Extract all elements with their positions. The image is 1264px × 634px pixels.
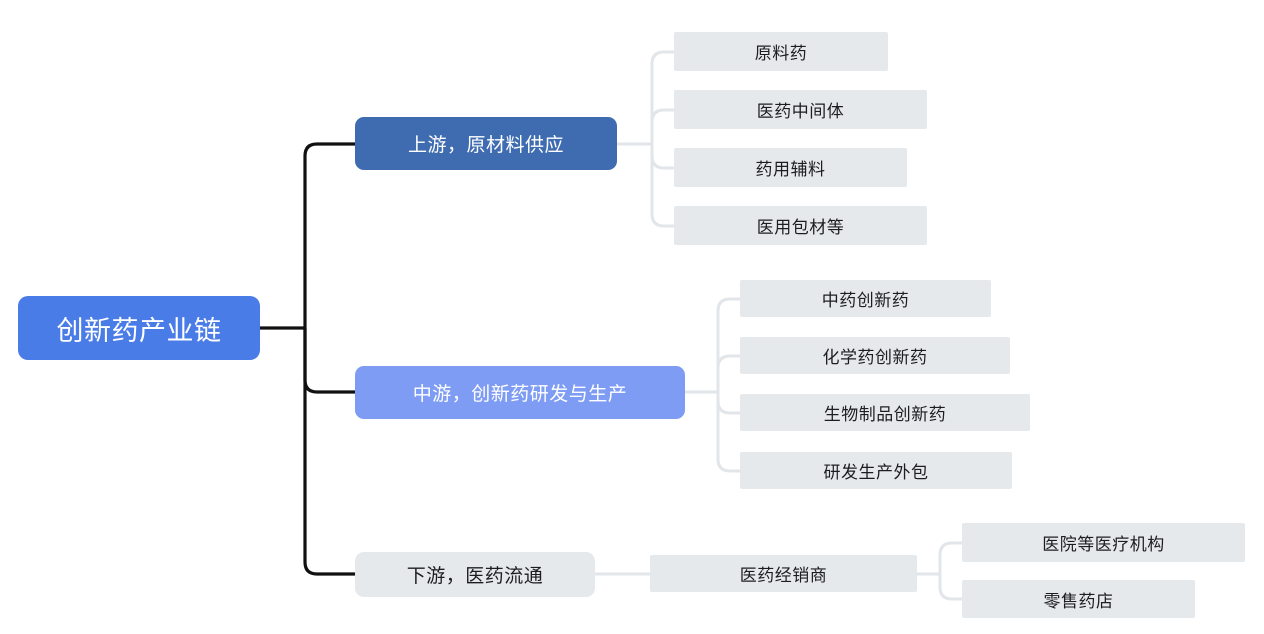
link-upstream-to-4 bbox=[650, 144, 674, 228]
branch-node-midstream-label: 中游，创新药研发与生产 bbox=[412, 384, 628, 405]
leaf-node-upstream-1-label: 原料药 bbox=[754, 44, 808, 63]
leaf-node-midstream-2[interactable]: 化学药创新药 bbox=[740, 337, 1010, 374]
link-midstream-to-4 bbox=[716, 392, 740, 473]
leaf-node-upstream-2-label: 医药中间体 bbox=[756, 102, 845, 121]
link-root-to-midstream bbox=[303, 328, 355, 394]
link-root-to-downstream bbox=[303, 328, 355, 576]
leaf-node-upstream-1[interactable]: 原料药 bbox=[674, 32, 888, 71]
link-upstream-to-3 bbox=[650, 144, 674, 170]
link-upstream-to-1 bbox=[650, 50, 674, 144]
leaf-node-midstream-1-label: 中药创新药 bbox=[821, 291, 910, 310]
leaf-node-upstream-4-label: 医用包材等 bbox=[756, 218, 845, 237]
leaf-node-distributor-1-label: 医院等医疗机构 bbox=[1042, 535, 1165, 554]
leaf-node-upstream-4[interactable]: 医用包材等 bbox=[674, 206, 927, 245]
link-midstream-to-1 bbox=[716, 297, 740, 392]
leaf-node-midstream-4[interactable]: 研发生产外包 bbox=[740, 452, 1012, 489]
leaf-node-distributor-label: 医药经销商 bbox=[739, 566, 828, 585]
leaf-node-midstream-3-label: 生物制品创新药 bbox=[823, 405, 947, 424]
leaf-node-midstream-2-label: 化学药创新药 bbox=[822, 348, 928, 367]
leaf-node-midstream-1[interactable]: 中药创新药 bbox=[740, 280, 991, 317]
leaf-node-distributor-2[interactable]: 零售药店 bbox=[962, 580, 1195, 618]
root-node[interactable]: 创新药产业链 bbox=[18, 296, 260, 360]
leaf-node-upstream-2[interactable]: 医药中间体 bbox=[674, 90, 927, 129]
link-root-to-upstream bbox=[303, 142, 355, 328]
branch-node-upstream[interactable]: 上游，原材料供应 bbox=[355, 117, 617, 170]
leaf-node-distributor-1[interactable]: 医院等医疗机构 bbox=[962, 523, 1245, 562]
leaf-node-midstream-4-label: 研发生产外包 bbox=[823, 463, 929, 482]
branch-node-downstream[interactable]: 下游，医药流通 bbox=[355, 552, 595, 597]
branch-node-upstream-label: 上游，原材料供应 bbox=[407, 135, 564, 156]
link-midstream-to-2 bbox=[716, 354, 740, 392]
leaf-node-distributor-2-label: 零售药店 bbox=[1043, 591, 1114, 611]
leaf-node-distributor[interactable]: 医药经销商 bbox=[650, 555, 917, 592]
leaf-node-upstream-3-label: 药用辅料 bbox=[755, 160, 826, 179]
branch-node-downstream-label: 下游，医药流通 bbox=[406, 566, 544, 587]
link-upstream-to-2 bbox=[650, 108, 674, 144]
link-distributor-to-2 bbox=[938, 574, 962, 601]
leaf-node-midstream-3[interactable]: 生物制品创新药 bbox=[740, 394, 1030, 431]
leaf-node-upstream-3[interactable]: 药用辅料 bbox=[674, 148, 907, 187]
link-midstream-to-3 bbox=[716, 392, 740, 415]
branch-node-midstream[interactable]: 中游，创新药研发与生产 bbox=[355, 366, 685, 419]
link-distributor-to-1 bbox=[938, 541, 962, 574]
root-node-label: 创新药产业链 bbox=[56, 315, 222, 346]
